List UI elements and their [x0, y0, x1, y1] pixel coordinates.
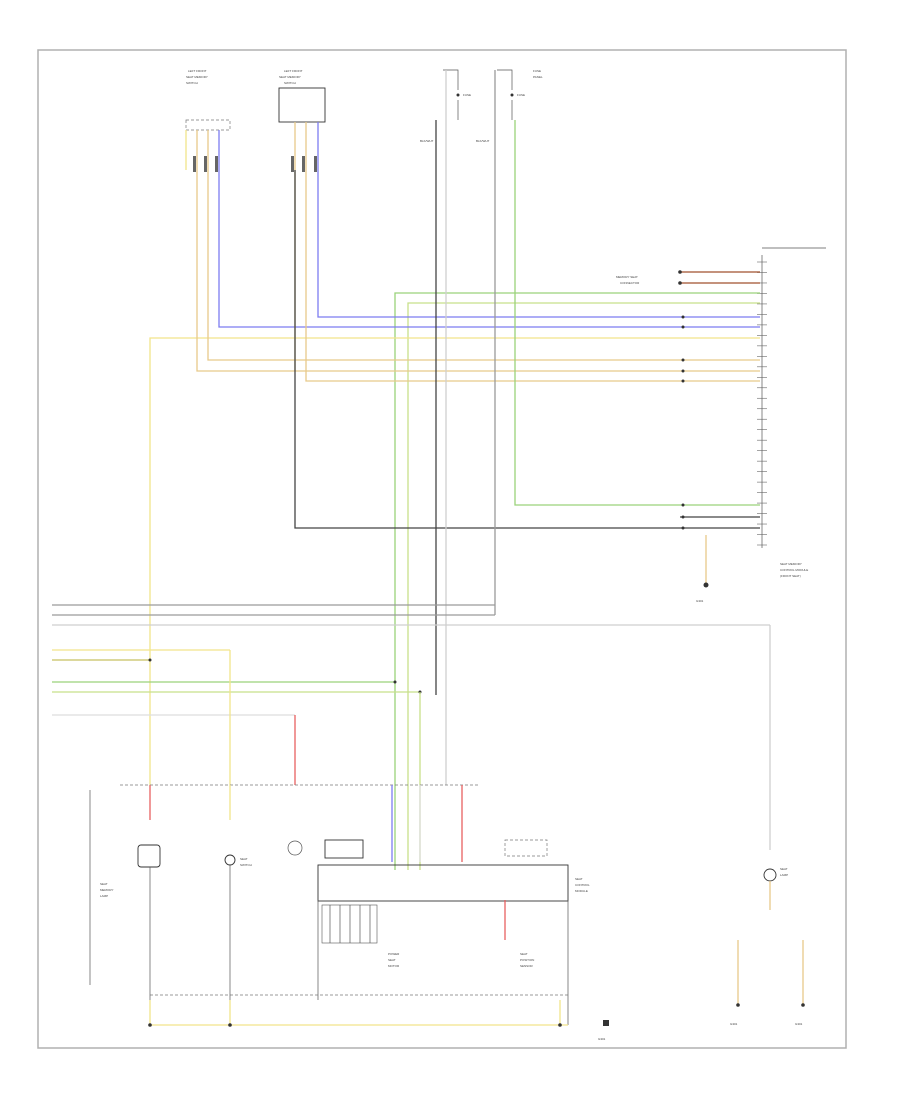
svg-text:SENSOR: SENSOR [520, 964, 534, 968]
svg-text:MODULE: MODULE [575, 889, 588, 893]
svg-text:MEMORY SEAT: MEMORY SEAT [616, 275, 638, 279]
switch-left-lower: SEAT MEMORY LAMP [89, 790, 161, 1000]
svg-text:SWITCH: SWITCH [284, 81, 296, 85]
svg-text:G301: G301 [696, 599, 704, 603]
svg-text:SEAT MEMORY: SEAT MEMORY [186, 75, 208, 79]
svg-text:LEFT FRONT: LEFT FRONT [188, 69, 207, 73]
svg-text:SEAT MEMORY: SEAT MEMORY [279, 75, 301, 79]
component-pins [193, 156, 317, 172]
wire-green-yellow [407, 302, 760, 870]
diagram-frame [37, 49, 847, 1049]
svg-text:CONNECTOR: CONNECTOR [620, 281, 640, 285]
switch-center-lower: SEAT SWITCH [224, 854, 252, 1000]
svg-text:MOTOR: MOTOR [388, 964, 400, 968]
wire-green-top [394, 292, 760, 870]
control-module-connector: SEAT MEMORY CONTROL MODULE (FRONT SEAT) [757, 247, 826, 578]
ground-points-right: G301 G301 [730, 940, 805, 1026]
svg-text:LAMP: LAMP [780, 873, 788, 877]
wire-yellow-long [149, 337, 760, 785]
wire-black-loop [294, 170, 760, 529]
svg-text:SEAT: SEAT [100, 882, 108, 886]
svg-text:SEAT: SEAT [388, 958, 396, 962]
left-harness [52, 604, 770, 716]
wire-tan-1 [207, 170, 760, 361]
svg-text:POWER: POWER [388, 952, 400, 956]
wire-tan-3 [305, 170, 760, 382]
component-memory-switch: LEFT FRONT SEAT MEMORY SWITCH [278, 69, 326, 123]
svg-text:BLK/WHT: BLK/WHT [420, 139, 434, 143]
svg-text:LEFT FRONT: LEFT FRONT [284, 69, 303, 73]
svg-text:SEAT: SEAT [780, 867, 788, 871]
svg-text:PANEL: PANEL [533, 75, 543, 79]
wire-tan-2 [196, 170, 760, 372]
svg-text:CONTROL MODULE: CONTROL MODULE [780, 568, 808, 572]
splice-markers [681, 315, 685, 383]
svg-text:FUSE: FUSE [517, 93, 525, 97]
svg-text:SEAT: SEAT [575, 877, 583, 881]
component-left-top: LEFT FRONT SEAT MEMORY SWITCH [185, 69, 231, 131]
control-unit-lower: SEAT CONTROL MODULE POWER SEAT MOTOR SEA… [287, 839, 590, 1025]
wire-green-fuse [514, 120, 760, 506]
svg-text:SEAT MEMORY: SEAT MEMORY [780, 562, 802, 566]
svg-text:(FRONT SEAT): (FRONT SEAT) [780, 574, 801, 578]
motor-bank [321, 904, 378, 944]
svg-text:FUSE: FUSE [533, 69, 541, 73]
svg-text:G301: G301 [598, 1037, 606, 1041]
svg-text:FUSE: FUSE [463, 93, 471, 97]
svg-text:POSITION: POSITION [520, 958, 534, 962]
svg-text:BLK/WHT: BLK/WHT [476, 139, 490, 143]
svg-text:CONTROL: CONTROL [575, 883, 590, 887]
lamp-right: SEAT LAMP [763, 867, 788, 910]
svg-text:SWITCH: SWITCH [186, 81, 198, 85]
svg-text:SEAT: SEAT [240, 857, 248, 861]
svg-text:G301: G301 [795, 1022, 803, 1026]
svg-text:SEAT: SEAT [520, 952, 528, 956]
wire-blue-2 [317, 170, 760, 318]
svg-text:LAMP: LAMP [100, 894, 108, 898]
svg-text:SWITCH: SWITCH [240, 863, 252, 867]
svg-text:MEMORY: MEMORY [100, 888, 113, 892]
fuse-block: FUSE PANEL FUSE FUSE BLK/WHT BLK/WHT [420, 69, 543, 143]
ground-bus: G301 [148, 994, 609, 1041]
wire-blue-1 [218, 170, 760, 328]
svg-text:G301: G301 [730, 1022, 738, 1026]
